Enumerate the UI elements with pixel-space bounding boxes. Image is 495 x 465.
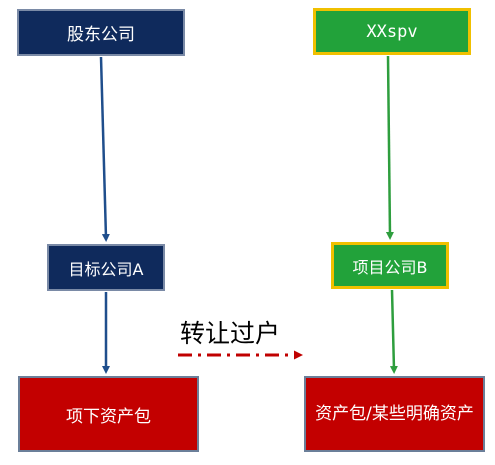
node-label: 项下资产包 (66, 406, 151, 427)
node-label: 股东公司 (67, 25, 135, 45)
node-assets-under: 项下资产包 (18, 376, 199, 452)
arrow-spv-to-project (385, 55, 394, 240)
node-label: 项目公司B (352, 257, 428, 277)
node-label: XXspv (366, 21, 418, 42)
node-target-company: 目标公司A (47, 244, 165, 291)
node-shareholder-company: 股东公司 (17, 9, 185, 56)
node-label: 目标公司A (68, 259, 144, 279)
arrow-shareholder-to-target (99, 56, 110, 242)
node-project-company: 项目公司B (331, 242, 449, 289)
arrow-project-to-asset-package (389, 289, 398, 374)
node-label: 资产包/某些明确资产 (315, 404, 474, 424)
node-spv: XXspv (313, 8, 471, 55)
transfer-label: 转让过户 (180, 319, 281, 348)
node-asset-package: 资产包/某些明确资产 (304, 376, 485, 452)
